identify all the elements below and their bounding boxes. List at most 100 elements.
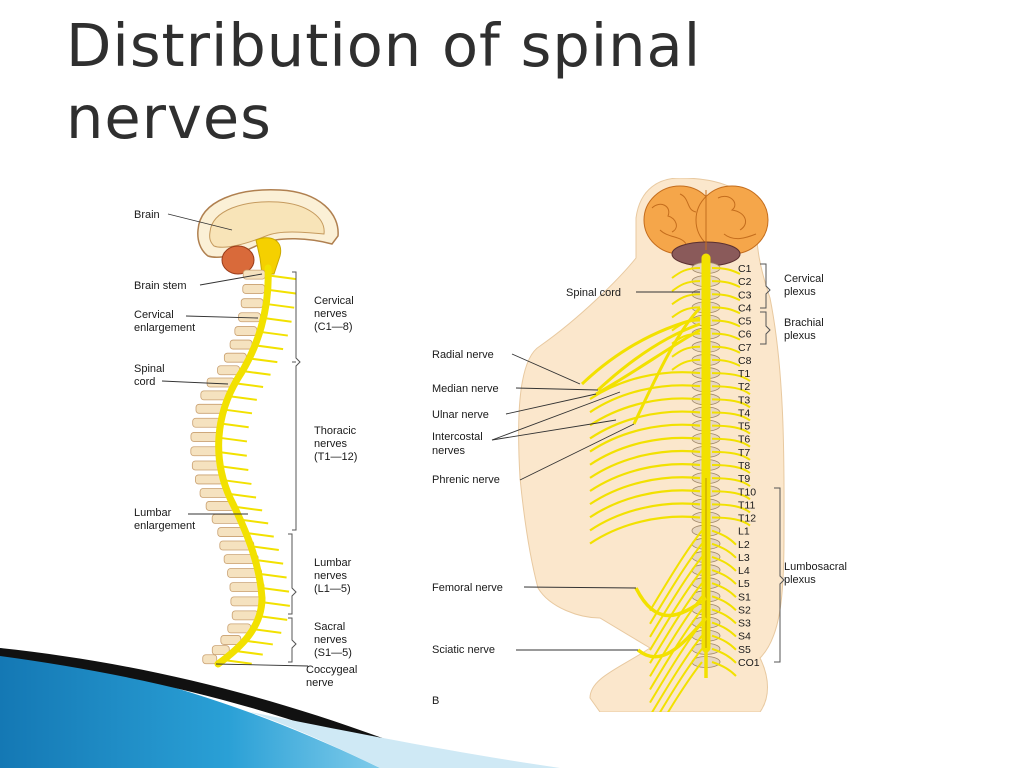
cervical-nerve (671, 267, 701, 279)
nerve-stub-right (711, 661, 737, 677)
segment-label-s2: S2 (738, 604, 751, 616)
vertebral-column-a (190, 269, 266, 665)
nerve-stub-right (711, 595, 737, 612)
nerve-stub-right (711, 464, 751, 474)
label-cervical-plexus-line2: plexus (784, 286, 816, 298)
segment-label-l5: L5 (738, 578, 750, 590)
cerebrum-shape (209, 201, 325, 248)
nerve-branch-a (225, 492, 257, 499)
leader-median-nerve (515, 387, 599, 391)
segment-label-t10: T10 (738, 486, 756, 498)
intercostal-nerve (589, 476, 701, 506)
segment-labels: C1C2C3C4C5C6C7C8T1T2T3T4T5T6T7T8T9T10T11… (738, 263, 760, 669)
segment-label-c3: C3 (738, 289, 752, 301)
nerve-stub-right (711, 569, 737, 585)
segment-label-s5: S5 (738, 644, 751, 656)
nerve-branch-a (247, 357, 278, 364)
nerve-branch-a (240, 369, 271, 376)
label-ulnar-nerve: Ulnar nerve (432, 409, 489, 421)
segment-label-c7: C7 (738, 342, 752, 354)
nerve-branch-a (252, 344, 284, 351)
nerve-stub-right (711, 542, 737, 559)
vertebra-a (227, 623, 252, 634)
intercostal-nerve (589, 410, 701, 440)
label-brain-stem: Brain stem (134, 280, 187, 292)
nerve-stub-right (711, 516, 751, 527)
slide-title: Distribution of spinal nerves (66, 11, 702, 152)
vertebra-a (217, 365, 240, 376)
nerve-stub-right (711, 332, 741, 341)
panel-a: Brain Brain stem Cervical enlargement Sp… (134, 189, 357, 707)
cervical-nerve (671, 280, 701, 292)
segment-label-c4: C4 (738, 302, 752, 314)
intercostal-nerve (589, 515, 701, 545)
intercostal-nerve (589, 436, 701, 466)
lumbosacral-nerve (649, 556, 703, 638)
leader-phrenic-nerve (519, 423, 635, 481)
intercostal-nerve (589, 397, 701, 427)
nerve-stub-right (711, 621, 737, 638)
ulnar-nerve (595, 328, 701, 396)
brain-b-folds (651, 190, 757, 250)
label-cervical-nerves-line2: nerves (314, 308, 348, 320)
leader-brainstem (199, 273, 263, 286)
segment-label-co1: CO1 (738, 657, 760, 669)
phrenic-nerve (632, 306, 702, 425)
label-cervical-enlargement-line2: enlargement (134, 322, 195, 334)
spinal-cord-a (214, 264, 272, 668)
leader-brain (167, 213, 233, 231)
nerve-stub-right (711, 503, 751, 514)
intercostal-nerve (589, 384, 701, 414)
brace-cervical (292, 271, 301, 531)
intercostal-nerve (589, 449, 701, 479)
label-cervical-nerves-line1: Cervical (314, 295, 354, 307)
segment-label-t6: T6 (738, 434, 750, 446)
segment-label-t5: T5 (738, 421, 750, 433)
nerve-stub-right (711, 306, 741, 315)
sciatic-nerve (636, 616, 708, 659)
vertebra-a (192, 417, 222, 428)
vertebra-a (190, 432, 220, 442)
panel-letter-a: A (134, 695, 142, 707)
nerve-stub-right (711, 477, 751, 487)
nerve-branch-a (265, 288, 296, 295)
segment-label-s3: S3 (738, 618, 751, 630)
vertebra-a (240, 298, 264, 309)
nerve-stub-right (711, 385, 751, 396)
segment-label-t8: T8 (738, 460, 750, 472)
cervical-nerve (671, 293, 701, 306)
nerve-branch-a (221, 478, 252, 485)
label-lumbosacral-plexus-line2: plexus (784, 574, 816, 586)
label-sacral-nerves-line1: Sacral (314, 621, 345, 633)
nerve-stub-right (711, 280, 741, 289)
segment-label-l1: L1 (738, 526, 750, 538)
label-brachial-plexus-line1: Brachial (784, 317, 824, 329)
nerve-stub-right (711, 647, 737, 664)
label-median-nerve: Median nerve (432, 383, 499, 395)
cervical-nerve (671, 358, 701, 371)
label-lumbar-enlargement-line1: Lumbar (134, 507, 172, 519)
nerve-branch-a (238, 518, 269, 525)
nerve-stub-right (711, 267, 741, 275)
vertebra-a (190, 446, 220, 457)
vertebra-a (223, 352, 247, 363)
nerve-branch-a (243, 531, 274, 538)
segment-label-s4: S4 (738, 631, 751, 643)
panel-b: C1C2C3C4C5C6C7C8T1T2T3T4T5T6T7T8T9T10T11… (432, 178, 847, 712)
nerve-branch-a (261, 316, 292, 323)
nerve-branch-a (266, 274, 297, 281)
lumbosacral-nerve (666, 661, 703, 712)
label-sciatic-nerve: Sciatic nerve (432, 644, 495, 656)
leader-cervical-enlargement (185, 315, 259, 319)
label-brachial-plexus-line2: plexus (784, 330, 816, 342)
segment-label-c1: C1 (738, 263, 752, 275)
segment-label-t11: T11 (738, 499, 755, 511)
nerve-stub-right (711, 555, 737, 572)
label-sacral-nerves-line3: (S1—5) (314, 647, 352, 659)
nerve-stub-right (711, 490, 751, 501)
label-thoracic-nerves-line1: Thoracic (314, 425, 357, 437)
intercostal-nerve (589, 502, 701, 532)
vertebra-a (191, 460, 221, 471)
nerve-stub-right (711, 529, 737, 546)
lumbosacral-nerve (658, 648, 703, 712)
